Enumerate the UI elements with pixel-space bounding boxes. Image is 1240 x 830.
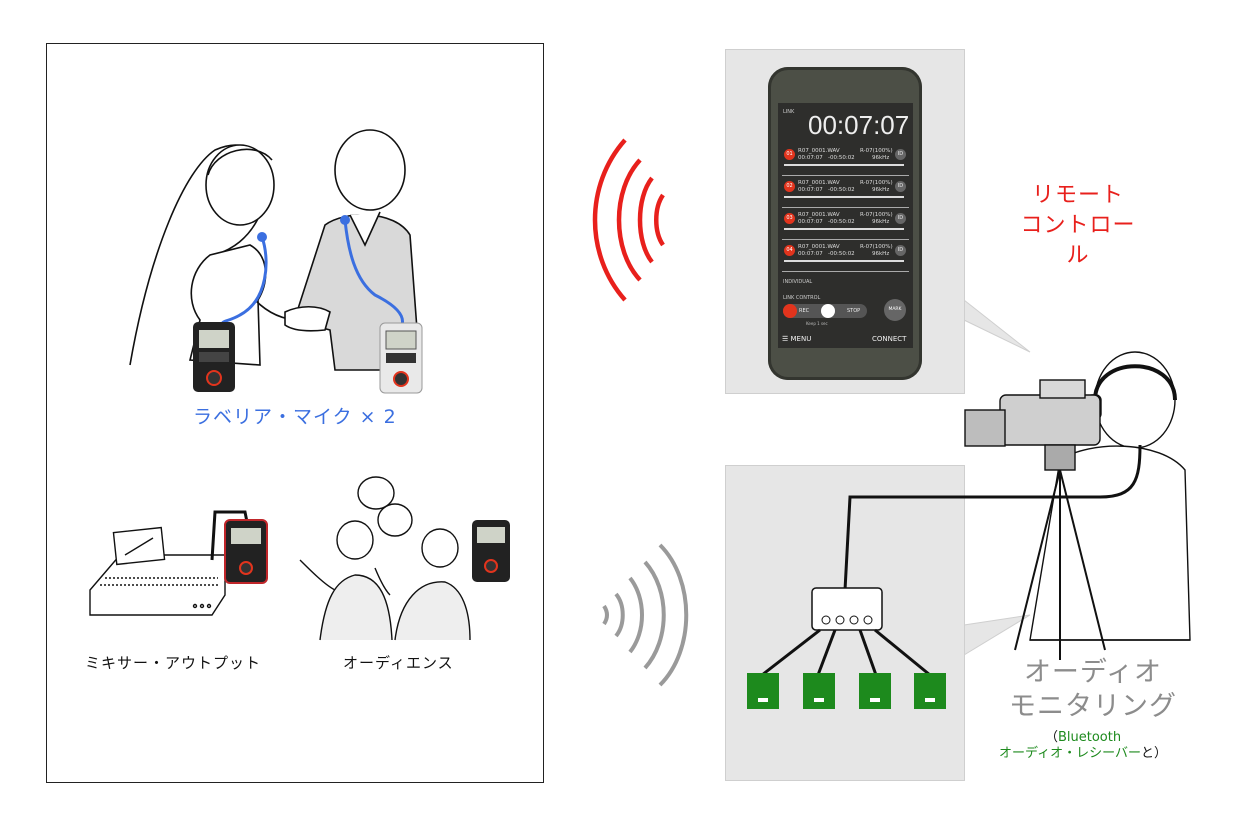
monitoring-label-line1: オーディオ [1023, 657, 1163, 688]
recorder-red [224, 519, 268, 584]
track-rate: 96kHz [872, 219, 890, 225]
menu-button[interactable]: ☰ MENU [782, 335, 811, 343]
level-meter [784, 164, 904, 166]
track-number: 01 [784, 149, 795, 160]
track-id-button[interactable]: ID [895, 213, 906, 224]
recorder-white-1 [379, 322, 423, 394]
remote-control-label: リモート コントロール [1013, 181, 1143, 271]
track-id-button[interactable]: ID [895, 149, 906, 160]
link-label: LINK [783, 109, 795, 115]
bt-receiver: オーディオ・レシーバー [999, 746, 1141, 761]
lavalier-label: ラベリア・マイク × 2 [193, 406, 397, 428]
track-row[interactable]: 03 R07_0001.WAV R-07(100%) 00:07:07 -00:… [782, 211, 909, 240]
slider-knob[interactable] [821, 304, 835, 318]
menu-label: MENU [790, 335, 812, 343]
individual-label: INDIVIDUAL [783, 279, 813, 285]
track-file: R07_0001.WAV [798, 180, 840, 186]
track-format: R-07(100%) [860, 180, 893, 186]
track-id-button[interactable]: ID [895, 245, 906, 256]
remote-app-screen: LINK 00:07:07 01 R07_0001.WAV R-07(100%)… [778, 103, 913, 348]
track-row[interactable]: 01 R07_0001.WAV R-07(100%) 00:07:07 -00:… [782, 147, 909, 176]
track-format: R-07(100%) [860, 148, 893, 154]
red-wave-icon [592, 138, 665, 302]
track-format: R-07(100%) [860, 212, 893, 218]
track-rate: 96kHz [872, 187, 890, 193]
track-number: 04 [784, 245, 795, 256]
track-remain: -00:50:02 [828, 155, 855, 161]
elapsed-timer: 00:07:07 [808, 110, 910, 140]
tripod-illustration [1014, 469, 1106, 660]
track-time: 00:07:07 [798, 219, 823, 225]
track-time: 00:07:07 [798, 155, 823, 161]
monitoring-label-line2: モニタリング [1009, 691, 1177, 722]
mark-button[interactable]: MARK [884, 299, 906, 321]
bluetooth-receiver-note: （Bluetooth オーディオ・レシーバーと） [978, 730, 1188, 762]
track-file: R07_0001.WAV [798, 148, 840, 154]
track-remain: -00:50:02 [828, 251, 855, 257]
track-remain: -00:50:02 [828, 219, 855, 225]
keep-hint: Keep 1 sec [806, 321, 828, 326]
track-file: R07_0001.WAV [798, 244, 840, 250]
record-icon [783, 304, 797, 318]
bt-open: （ [1044, 730, 1058, 745]
bt-close: と） [1140, 746, 1167, 761]
audience-label: オーディエンス [343, 654, 454, 672]
grey-wave-icon [602, 543, 689, 687]
track-rate: 96kHz [872, 155, 890, 161]
track-number: 03 [784, 213, 795, 224]
track-remain: -00:50:02 [828, 187, 855, 193]
track-id-button[interactable]: ID [895, 181, 906, 192]
track-time: 00:07:07 [798, 187, 823, 193]
level-meter [784, 228, 904, 230]
audience-illustration [299, 476, 471, 641]
track-file: R07_0001.WAV [798, 212, 840, 218]
track-format: R-07(100%) [860, 244, 893, 250]
level-meter [784, 196, 904, 198]
track-time: 00:07:07 [798, 251, 823, 257]
rec-label: REC [799, 308, 810, 314]
video-camera-illustration [964, 379, 1101, 471]
recorder-black-1 [193, 322, 235, 392]
audio-monitoring-label: オーディオ モニタリング [1008, 656, 1178, 724]
rec-stop-slider[interactable]: REC STOP [783, 304, 867, 318]
remote-label-line2: コントロール [1020, 213, 1136, 268]
track-row[interactable]: 04 R07_0001.WAV R-07(100%) 00:07:07 -00:… [782, 243, 909, 272]
mixer-illustration [89, 526, 226, 616]
link-control-label: LINK CONTROL [783, 295, 821, 301]
bt-word: Bluetooth [1057, 730, 1122, 745]
connect-button[interactable]: CONNECT [872, 335, 907, 343]
left-panel [46, 43, 544, 783]
remote-label-line1: リモート [1031, 183, 1124, 208]
track-rate: 96kHz [872, 251, 890, 257]
hamburger-icon: ☰ [782, 335, 789, 343]
mixer-label: ミキサー・アウトプット [85, 654, 262, 672]
level-meter [784, 260, 904, 262]
recorder-audience [472, 520, 510, 582]
stop-label: STOP [847, 308, 861, 314]
track-row[interactable]: 02 R07_0001.WAV R-07(100%) 00:07:07 -00:… [782, 179, 909, 208]
track-number: 02 [784, 181, 795, 192]
